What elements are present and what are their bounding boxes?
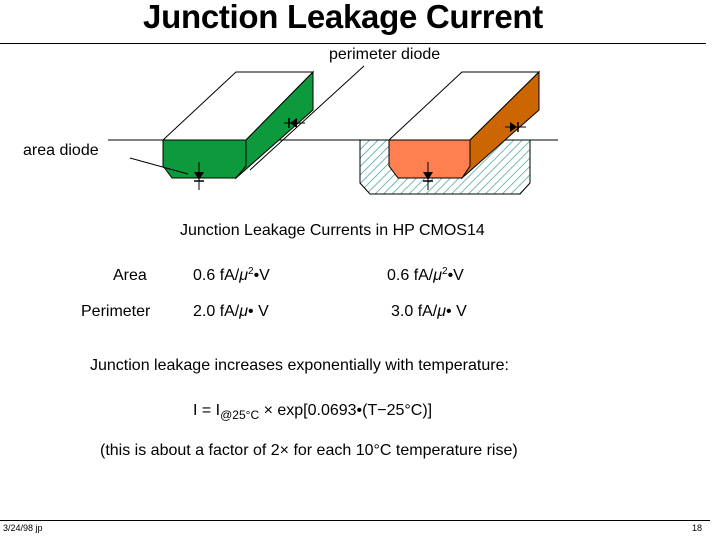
perimeter-value-green: 2.0 fA/μ• V — [193, 303, 269, 320]
row-label-area: Area — [113, 267, 147, 284]
area-value-orange: 0.6 fA/μ2•V — [387, 266, 464, 285]
orange-box-front — [388, 139, 471, 179]
footer-date: 3/24/98 jp — [3, 523, 43, 533]
green-diffusion-structure — [161, 70, 315, 180]
area-value-green: 0.6 fA/μ2•V — [193, 266, 270, 285]
area-callout-line — [129, 157, 189, 175]
perimeter-diode-label: perimeter diode — [329, 46, 441, 63]
perimeter-diode-symbol-left — [284, 118, 305, 128]
title-divider — [0, 43, 706, 44]
footer-divider — [0, 520, 710, 521]
orange-diffusion-structure — [359, 70, 541, 195]
green-box-front — [162, 139, 247, 179]
table-heading: Junction Leakage Currents in HP CMOS14 — [180, 222, 485, 239]
temperature-statement: Junction leakage increases exponentially… — [90, 357, 509, 374]
row-label-perimeter: Perimeter — [81, 303, 151, 320]
perimeter-diode-symbol-right — [505, 122, 526, 132]
page-title: Junction Leakage Current — [143, 0, 543, 35]
perimeter-value-orange: 3.0 fA/μ• V — [391, 303, 467, 320]
leakage-formula: I = I@25°C × exp[0.0693•(T−25°C)] — [193, 402, 433, 422]
area-diode-symbol-right — [423, 162, 433, 190]
perimeter-callout-line — [249, 65, 365, 171]
area-diode-symbol-left — [194, 162, 204, 190]
page-number: 18 — [692, 523, 703, 533]
area-diode-label: area diode — [23, 142, 99, 159]
factor-note: (this is about a factor of 2× for each 1… — [100, 442, 518, 459]
